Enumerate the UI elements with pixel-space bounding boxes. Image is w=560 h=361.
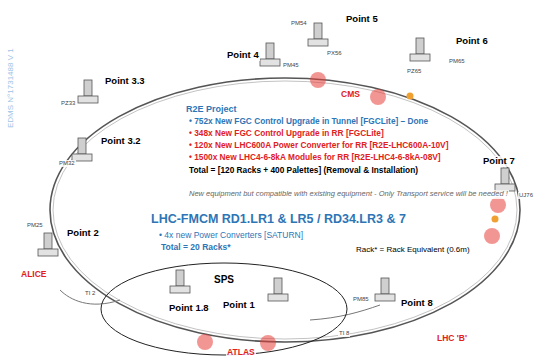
shaft-symbol	[38, 233, 58, 256]
project-item: • 752x New FGC Control Upgrade in Tunnel…	[188, 117, 429, 127]
footnote: Rack* = Rack Equivalent (0.6m)	[355, 245, 471, 254]
project-heading: LHC-FMCM RD1.LR1 & LR5 / RD34.LR3 & 7	[150, 212, 407, 226]
project-total: Total = [120 Racks + 400 Palettes] (Remo…	[188, 166, 419, 176]
point-label: Point 4	[226, 50, 260, 61]
point-label: Point 1	[222, 300, 256, 311]
structure-label: PZ33	[60, 100, 76, 107]
shaft-symbol	[78, 80, 98, 103]
shaft-symbol	[410, 38, 430, 61]
structure-label: PM45	[282, 62, 300, 69]
point-label: Point 3.2	[100, 136, 142, 147]
point-label: Point 7	[482, 156, 516, 167]
shaft-symbol	[268, 278, 288, 301]
structure-label: PM25	[26, 222, 44, 229]
shaft-symbol	[495, 168, 515, 191]
point-label: Point 8	[400, 298, 434, 309]
experiment-label: ALICE	[20, 270, 48, 280]
shaft-symbol	[375, 278, 395, 301]
project-item: • 120x New LHC600A Power Converter for R…	[188, 141, 449, 151]
project-total: Total = 20 Racks*	[160, 243, 232, 253]
transfer-line	[60, 290, 120, 304]
project-item: • 1500x New LHC4-6-8kA Modules for RR [R…	[188, 153, 442, 163]
structure-label: PM32	[58, 160, 76, 167]
structure-label: PM65	[448, 58, 466, 65]
shaft-symbol	[72, 138, 92, 161]
point-label: Point 3.3	[104, 76, 146, 87]
structure-label: PM54	[290, 20, 308, 27]
structure-label: PX56	[326, 50, 343, 57]
structure-label: UJ76	[518, 192, 534, 199]
structure-label: TI 2	[84, 290, 96, 297]
project-item: • 4x new Power Converters [SATURN]	[158, 231, 304, 241]
point-label: Point 2	[66, 228, 100, 239]
project-heading: R2E Project	[185, 104, 238, 114]
ring-title: SPS	[100, 274, 348, 285]
structure-label: TI 8	[338, 330, 350, 337]
document-id: EDMS N°1731488 V 1	[6, 48, 15, 128]
shaft-symbol	[260, 43, 280, 66]
point-label: Point 5	[345, 14, 379, 25]
experiment-label: ATLAS	[226, 348, 256, 358]
structure-label: PM85	[352, 296, 370, 303]
experiment-label: CMS	[340, 90, 361, 100]
point-label: Point 1.8	[168, 303, 210, 314]
shaft-symbol	[170, 270, 190, 293]
lhc-ring-inner	[53, 81, 517, 339]
shaft-symbol	[308, 23, 328, 46]
shaft-group	[38, 23, 515, 301]
project-item: • 348x New FGC Control Upgrade in RR [FG…	[188, 129, 385, 139]
experiment-label: LHC 'B'	[436, 334, 468, 344]
note: New equipment but compatible with existi…	[188, 190, 509, 199]
structure-label: PZ65	[406, 68, 422, 75]
point-label: Point 6	[455, 36, 489, 47]
lhc-ring	[50, 78, 520, 342]
